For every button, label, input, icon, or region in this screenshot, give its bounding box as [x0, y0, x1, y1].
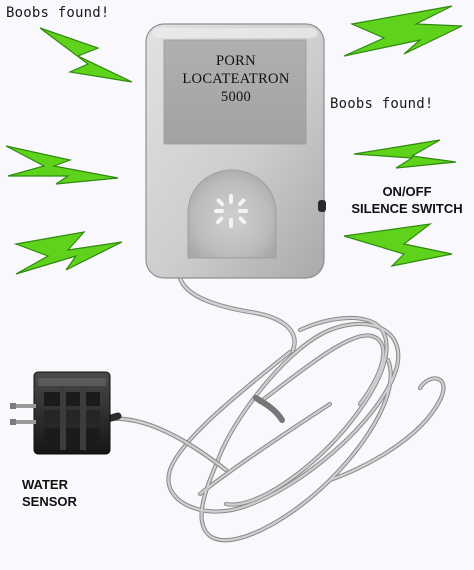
switch-label-line: SILENCE SWITCH [351, 201, 463, 216]
water-sensor [10, 371, 111, 455]
boobs-found-caption-right: Boobs found! [330, 96, 434, 112]
lightning-bolt-icon [39, 27, 133, 83]
boobs-found-caption-top-left: Boobs found! [6, 5, 110, 21]
switch-label-line: ON/OFF [382, 184, 432, 199]
lightning-bolt-icon [5, 145, 119, 185]
device-label-line: LOCATEATRON [182, 71, 290, 87]
lightning-bolt-icon [13, 231, 123, 275]
lightning-bolt-icon [343, 5, 463, 57]
device-label-line: 5000 [220, 89, 252, 105]
sensor-label: WATER SENSOR [22, 476, 77, 510]
switch-label: ON/OFF SILENCE SWITCH [344, 183, 470, 217]
device-label-line: PORN [216, 53, 256, 69]
sensor-label-line: WATER [22, 477, 68, 492]
alarm-device [145, 23, 326, 279]
device-label: PORN LOCATEATRON 5000 [168, 52, 304, 106]
sensor-label-line: SENSOR [22, 494, 77, 509]
speaker-burst-icon [214, 194, 248, 228]
power-cord [100, 275, 446, 543]
lightning-bolt-icon [343, 223, 453, 267]
lightning-bolt-icon [353, 139, 457, 169]
